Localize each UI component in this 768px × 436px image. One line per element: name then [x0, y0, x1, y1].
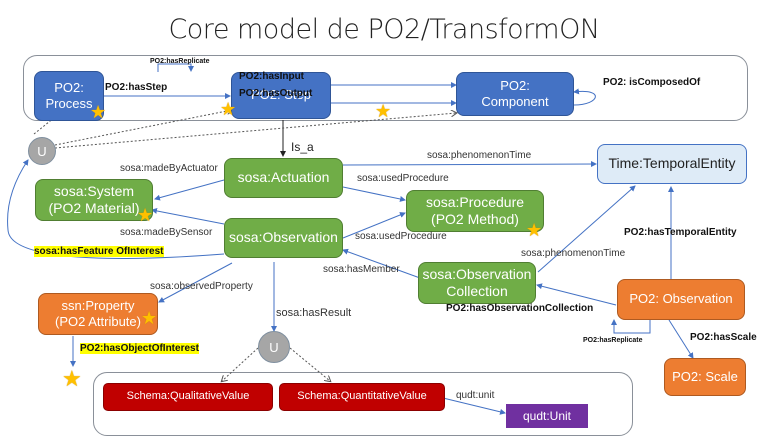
label-is-composed-of: PO2: isComposedOf: [603, 77, 701, 88]
node-qualitative-label: Schema:QualitativeValue: [126, 390, 250, 403]
node-procedure[interactable]: sosa:Procedure (PO2 Method): [406, 190, 544, 232]
edge-qudt-unit: [442, 397, 506, 415]
label-has-observation-collection: PO2:hasObservationCollection: [446, 303, 594, 314]
node-qualitative-value[interactable]: Schema:QualitativeValue: [103, 383, 273, 411]
edge-used-procedure-2: [342, 212, 406, 239]
node-procedure-label-1: sosa:Procedure: [425, 193, 525, 210]
edge-phenomenon-time-1: [342, 161, 597, 168]
node-component[interactable]: PO2: Component: [456, 72, 574, 116]
node-quantitative-label: Schema:QuantitativeValue: [297, 390, 427, 403]
label-has-member: sosa:hasMember: [323, 264, 400, 275]
label-used-procedure-1: sosa:usedProcedure: [357, 173, 449, 184]
label-used-procedure-2: sosa:usedProcedure: [355, 231, 447, 242]
star-icon: ★: [375, 101, 392, 121]
label-phenomenon-time-2: sosa:phenomenonTime: [521, 248, 626, 259]
edge-union-quantitative: [289, 347, 330, 381]
node-property[interactable]: ssn:Property (PO2 Attribute): [38, 293, 158, 335]
edge-phenomenon-time-2: [537, 185, 636, 273]
node-scale-label: PO2: Scale: [672, 368, 738, 384]
edge-replicate-step: [157, 63, 194, 72]
node-component-label-1: PO2:: [500, 77, 530, 93]
edge-is-composed-of: [573, 88, 596, 106]
node-qudt-unit[interactable]: qudt:Unit: [506, 404, 588, 428]
edge-used-procedure-1: [342, 186, 406, 202]
node-process-label: PO2: Process: [45, 79, 93, 111]
po2-core-frame: [23, 55, 748, 121]
node-actuation[interactable]: sosa:Actuation: [224, 158, 343, 198]
node-step[interactable]: PO2: Step: [231, 72, 331, 119]
node-procedure-label-2: (PO2 Method): [431, 211, 519, 227]
union-label: U: [37, 143, 47, 159]
node-quantitative-value[interactable]: Schema:QuantitativeValue: [279, 383, 445, 411]
star-icon: ★: [141, 308, 158, 328]
star-icon: ★: [526, 220, 543, 240]
node-observation[interactable]: sosa:Observation: [224, 218, 343, 258]
edge-replicate-obs: [611, 319, 651, 334]
label-has-replicate-obs: PO2:hasReplicate: [583, 337, 643, 344]
node-unit-label: qudt:Unit: [522, 408, 572, 423]
label-observed-property: sosa:observedProperty: [150, 281, 253, 292]
node-po2-observation[interactable]: PO2: Observation: [617, 279, 745, 320]
node-po2-observation-label: PO2: Observation: [629, 291, 733, 307]
label-has-scale: PO2:hasScale: [690, 332, 757, 343]
label-is-a: Is_a: [291, 140, 314, 154]
star-icon: ★: [137, 205, 154, 225]
node-obs-collection-label-2: Collection: [446, 283, 508, 299]
node-scale[interactable]: PO2: Scale: [664, 358, 746, 396]
edge-has-member: [342, 248, 421, 279]
edge-observed-property: [158, 262, 233, 303]
node-system-label-2: (PO2 Material): [48, 200, 140, 216]
node-component-label-2: Component: [481, 94, 549, 109]
node-system[interactable]: sosa:System (PO2 Material): [35, 179, 153, 221]
node-system-label-1: sosa:System: [53, 182, 135, 199]
edge-has-scale: [668, 319, 694, 359]
label-has-temporal-entity: PO2:hasTemporalEntity: [624, 227, 737, 238]
star-icon: ★: [90, 102, 107, 122]
node-observation-collection[interactable]: sosa:Observation Collection: [418, 262, 536, 304]
node-property-label-1: ssn:Property: [61, 297, 135, 313]
edge-union-component: [54, 113, 456, 149]
node-temporal-entity[interactable]: Time:TemporalEntity: [597, 144, 747, 184]
label-has-result: sosa:hasResult: [276, 307, 352, 319]
label-made-by-sensor: sosa:madeBySensor: [120, 227, 213, 238]
union-label: U: [269, 339, 279, 355]
star-icon: ★: [220, 99, 237, 119]
edge-made-by-sensor: [151, 208, 225, 225]
edge-has-feature-of-interest: [7, 159, 225, 259]
label-has-output: PO2:hasOutput: [239, 88, 313, 99]
label-has-object-of-interest: PO2:hasObjectOfInterest: [80, 343, 199, 354]
label-qudt-unit: qudt:unit: [456, 390, 495, 401]
node-temporal-label: Time:TemporalEntity: [608, 155, 736, 172]
diagram-title: Core model de PO2/TransformON: [168, 14, 600, 45]
node-actuation-label: sosa:Actuation: [237, 169, 330, 186]
edge-has-observation-collection: [536, 283, 617, 306]
edge-made-by-actuator: [154, 179, 225, 201]
node-step-label: PO2: Step: [251, 87, 311, 103]
edge-union-process: [33, 113, 60, 135]
node-obs-collection-label-1: sosa:Observation: [422, 265, 532, 282]
label-has-step: PO2:hasStep: [105, 82, 168, 93]
label-has-feature-of-interest: sosa:hasFeature OfInterest: [34, 246, 164, 257]
label-phenomenon-time-1: sosa:phenomenonTime: [427, 150, 532, 161]
edge-union-qualitative: [222, 347, 259, 381]
node-observation-label: sosa:Observation: [229, 229, 338, 246]
union-node-top: U: [28, 137, 56, 165]
label-has-replicate-step: PO2:hasReplicate: [150, 58, 210, 65]
star-icon: ★: [62, 366, 82, 391]
label-made-by-actuator: sosa:madeByActuator: [120, 163, 218, 174]
node-property-label-2: (PO2 Attribute): [55, 314, 141, 329]
node-process[interactable]: PO2: Process: [34, 71, 104, 121]
union-node-bottom: U: [258, 331, 290, 363]
label-has-input: PO2:hasInput: [239, 71, 305, 82]
